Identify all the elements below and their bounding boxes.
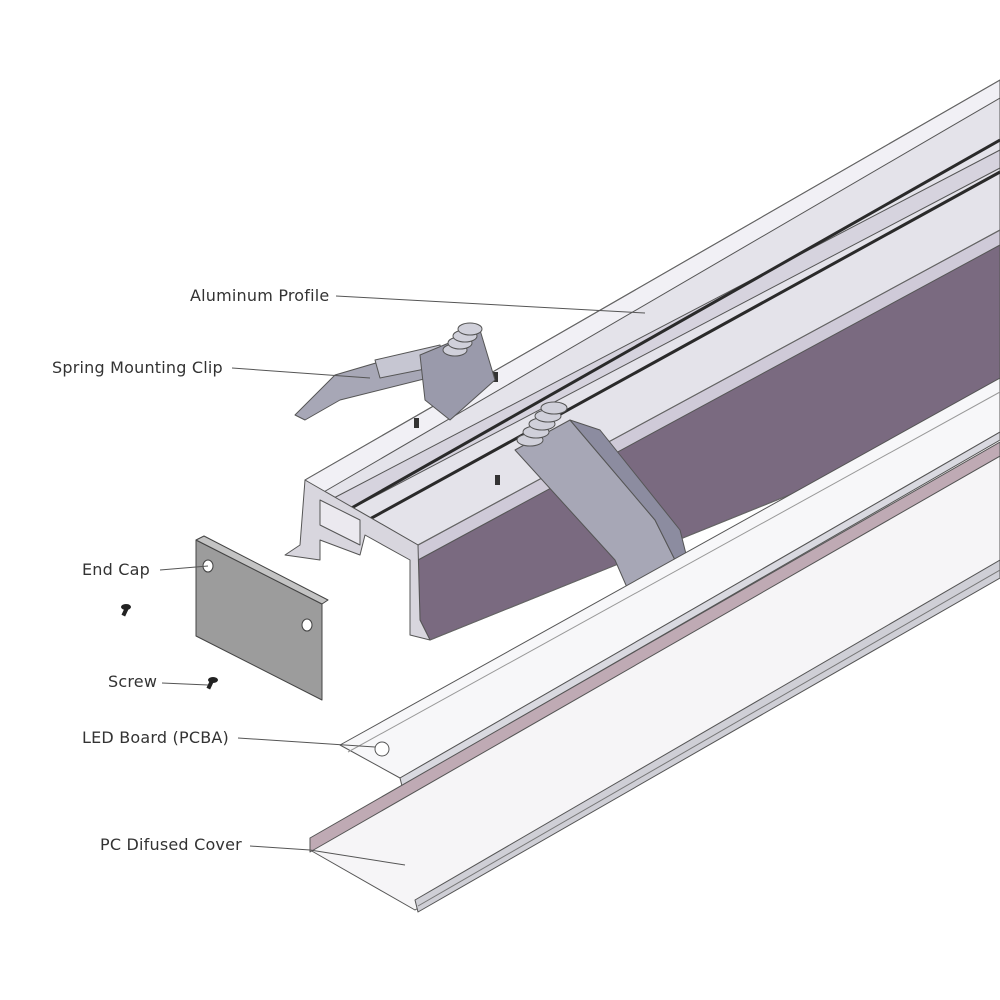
leader-cover-2	[309, 849, 406, 866]
leader-lines	[159, 295, 646, 866]
led-board-label: LED Board (PCBA)	[82, 728, 229, 747]
profile-slot-2	[367, 170, 1000, 522]
pc-cover-bottom-edge	[414, 559, 1000, 913]
end-cap	[195, 535, 329, 701]
led-board-surface	[339, 377, 1000, 779]
spring-clip-rear	[294, 322, 496, 421]
led-board	[339, 377, 1000, 787]
profile-screw-3	[495, 475, 500, 485]
spring-clip-label: Spring Mounting Clip	[52, 358, 223, 377]
pc-cover-line	[417, 569, 1000, 907]
aluminum-profile-label: Aluminum Profile	[190, 286, 330, 305]
profile-screw-1	[493, 372, 498, 382]
screw-1	[121, 604, 131, 617]
screw-label: Screw	[108, 672, 158, 691]
pc-cover-label: PC Difused Cover	[100, 835, 242, 854]
end-cap-label: End Cap	[82, 560, 151, 579]
end-cap-edge	[195, 535, 329, 605]
end-cap-hole-2	[301, 618, 313, 632]
profile-edge-1	[304, 79, 1000, 481]
profile-slot-1	[347, 138, 1000, 512]
led-board-side	[399, 431, 1000, 787]
clip-rear-spring	[442, 322, 483, 357]
leader-led	[237, 737, 376, 748]
leader-screw	[161, 682, 209, 686]
leader-clip	[231, 367, 371, 379]
profile-screws	[414, 372, 500, 485]
clip-front-spring	[516, 401, 568, 447]
profile-end-inner	[319, 499, 361, 546]
leader-cover	[249, 845, 311, 851]
leader-aluminum	[335, 295, 646, 314]
pc-cover-top-edge	[309, 441, 1000, 853]
profile-edge-2	[417, 229, 1000, 546]
led-board-edge	[347, 391, 1000, 753]
screw-2	[206, 677, 218, 690]
leader-endcap	[159, 565, 209, 571]
led-board-hole	[374, 741, 390, 757]
profile-screw-2	[414, 418, 419, 428]
pc-cover	[309, 441, 1000, 913]
